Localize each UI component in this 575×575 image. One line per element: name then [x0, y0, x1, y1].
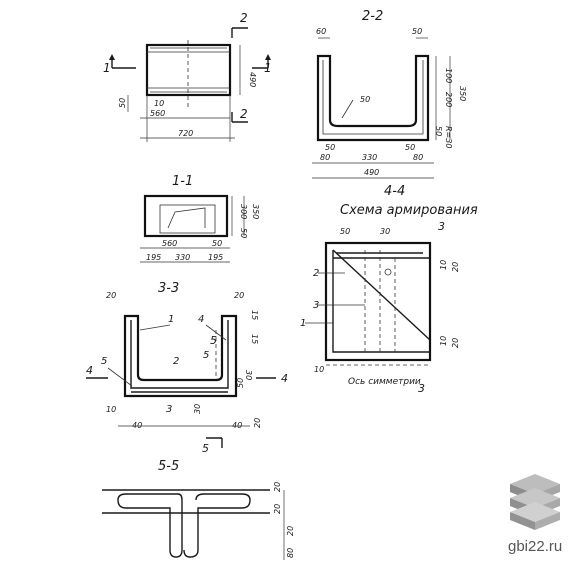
- callout-4-33: 4: [198, 314, 204, 325]
- dim-720: 720: [178, 129, 193, 138]
- section-mark-1-left: [111, 56, 136, 69]
- loop-bar-left: [117, 493, 183, 558]
- section-label-1a: 1: [103, 61, 111, 75]
- section-mark-2-bottom: [231, 112, 248, 123]
- dim-330-11: 330: [175, 253, 190, 262]
- callout-1-44: 1: [300, 318, 306, 329]
- dim-50-33: 50: [236, 378, 245, 388]
- dim-20-33b: 20: [234, 291, 244, 300]
- section-2-2-title: 2-2: [362, 9, 383, 24]
- section-3-3: 3-3 20 20 15 15 30 30 10 40 40 20 50 1 4…: [86, 281, 288, 455]
- section-mark-3-top: 3: [438, 220, 445, 233]
- dim-195-b: 195: [208, 253, 223, 262]
- reinforcement-scheme-subtitle: Схема армирования: [340, 203, 478, 218]
- stacked-slabs-logo: [510, 474, 560, 530]
- dim-20-44a: 20: [451, 262, 460, 272]
- dim-560: 560: [150, 109, 165, 118]
- plan-outline: [145, 43, 232, 97]
- dim-20-33a: 20: [106, 291, 116, 300]
- dim-50: 50: [118, 98, 127, 108]
- section-label-2b: 2: [240, 107, 248, 121]
- callout-1-33: 1: [168, 314, 174, 325]
- dim-560-11: 560: [162, 239, 177, 248]
- dim-20-44b: 20: [451, 338, 460, 348]
- dim-50-b1: 50: [325, 143, 335, 152]
- dim-10-44a: 10: [439, 260, 448, 270]
- callout-5-33b: 5: [101, 356, 107, 367]
- callout-3-44: 3: [313, 300, 319, 311]
- dim-490: 490: [248, 72, 257, 87]
- section-label-5a: 5: [202, 442, 209, 455]
- dim-300: 300: [239, 204, 248, 219]
- section-2-2: 2-2 50 60 50 100 200 350 50 R=30 50 50 8…: [312, 9, 467, 179]
- symmetry-axis-label: Ось симметрии: [348, 377, 421, 387]
- callout-5-33a: 5: [203, 350, 209, 361]
- dim-40-33a: 40: [132, 421, 142, 430]
- section-label-2a: 2: [240, 11, 248, 25]
- dim-r30: 50: [360, 95, 370, 104]
- section-1-1: 1-1 300 350 50 560 50 195 330 195: [140, 174, 260, 263]
- dim-330: 330: [362, 153, 377, 162]
- section-5-5: 5-5 20 20 20 80: [102, 459, 295, 560]
- section-mark-2-top: [231, 27, 248, 38]
- section-mark-3-bottom: 3: [418, 382, 425, 395]
- dim-30-33a: 30: [244, 370, 253, 380]
- section-1-1-title: 1-1: [172, 174, 193, 189]
- dim-50-11a: 50: [239, 228, 248, 238]
- section-4-4-outline: [324, 241, 432, 362]
- callout-2-44: 2: [313, 268, 319, 279]
- dim-20-55c: 20: [286, 526, 295, 536]
- dim-30-44: 30: [380, 227, 390, 236]
- section-label-1b: 1: [264, 61, 272, 75]
- dim-10-44c: 10: [314, 365, 324, 374]
- section-mark-5-bottom: [206, 437, 223, 448]
- dim-350-11: 350: [251, 204, 260, 219]
- dim-15-33a: 15: [250, 310, 259, 320]
- dim-50-top: 50: [412, 27, 422, 36]
- dim-40-33b: 40: [232, 421, 242, 430]
- dim-50-r2: R=30: [444, 126, 453, 148]
- callout-2-33: 2: [173, 356, 179, 367]
- dim-10: 10: [154, 99, 164, 108]
- dim-490-b: 490: [364, 168, 379, 177]
- dim-20-33c: 20: [253, 418, 262, 428]
- dim-80-a: 80: [320, 153, 330, 162]
- dim-30-33b: 30: [193, 404, 202, 414]
- dim-20-55a: 20: [273, 482, 282, 492]
- dim-50-r1: 50: [434, 126, 443, 136]
- section-2-2-outline: [316, 54, 430, 142]
- section-3-3-title: 3-3: [158, 281, 179, 296]
- section-1-1-outline: [143, 194, 229, 238]
- loop-bar-right: [183, 493, 251, 558]
- dim-80-b: 80: [413, 153, 423, 162]
- dim-10-44b: 10: [439, 336, 448, 346]
- dim-350: 350: [458, 86, 467, 101]
- dim-10-33: 10: [106, 405, 116, 414]
- dim-60: 60: [316, 27, 326, 36]
- dim-50-11b: 50: [212, 239, 222, 248]
- dim-195-a: 195: [146, 253, 161, 262]
- dim-100: 100: [444, 68, 453, 83]
- section-4-4: 4-4 Схема армирования 50 30 3 3 10 20 10…: [300, 184, 478, 395]
- watermark: gbi22.ru: [508, 474, 562, 555]
- dim-15-33b: 15: [250, 334, 259, 344]
- section-label-4a: 4: [86, 364, 93, 377]
- watermark-text: gbi22.ru: [508, 538, 562, 555]
- dim-20-55b: 20: [273, 504, 282, 514]
- callout-3-33: 3: [166, 404, 172, 415]
- plan-view: 1 1 2 2 490 50 10 560 720: [103, 11, 272, 142]
- dim-50-b2: 50: [405, 143, 415, 152]
- section-4-4-title: 4-4: [384, 184, 405, 199]
- dim-200: 200: [444, 92, 453, 107]
- dim-50-44: 50: [340, 227, 350, 236]
- section-5-5-title: 5-5: [158, 459, 179, 474]
- section-3-3-outline: [123, 314, 238, 398]
- section-label-4b: 4: [281, 372, 288, 385]
- dim-80-55: 80: [286, 548, 295, 558]
- section-label-5b: 5: [210, 334, 217, 347]
